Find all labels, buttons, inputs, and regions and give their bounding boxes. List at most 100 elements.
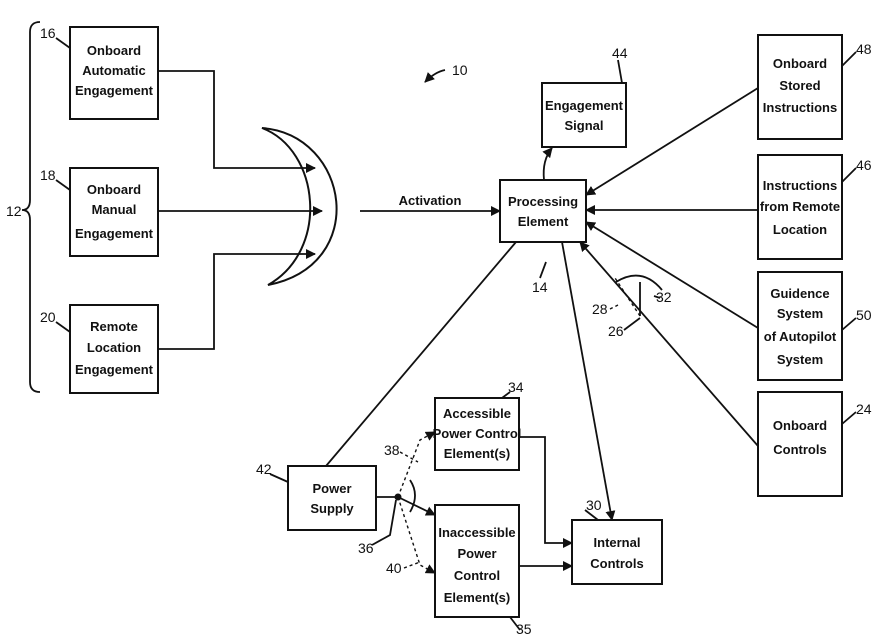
ref-26: 26 [608, 323, 624, 339]
ref-50: 50 [856, 307, 872, 323]
svg-text:Guidence: Guidence [770, 286, 829, 301]
svg-text:Manual: Manual [92, 202, 137, 217]
ref-18-leader [55, 179, 71, 191]
internal-controls-box [571, 519, 663, 585]
ref-35: 35 [516, 621, 532, 637]
svg-text:from Remote: from Remote [760, 199, 840, 214]
processing-element-text: Processing Element [508, 194, 578, 229]
ref-32: 32 [656, 289, 672, 305]
ref-24: 24 [856, 401, 872, 417]
switch-32-arc [615, 274, 663, 291]
svg-text:Engagement: Engagement [545, 98, 624, 113]
ref-46-leader [841, 167, 857, 183]
onboard-automatic-engagement-text: Onboard Automatic Engagement [75, 43, 154, 98]
ref-26-leader [623, 317, 641, 331]
svg-text:Location: Location [773, 222, 827, 237]
ref-20-leader [55, 321, 71, 333]
onboard-controls-arrow [579, 241, 759, 447]
accessible-power-control-text: Accessible Power Control Element(s) [433, 406, 522, 461]
svg-text:Supply: Supply [310, 501, 354, 516]
ref-18: 18 [40, 167, 56, 183]
svg-text:Onboard: Onboard [773, 56, 827, 71]
instructions-remote-location-box [757, 154, 843, 260]
ref-14: 14 [532, 279, 548, 295]
ref-24-leader [841, 411, 857, 425]
ref-44-leader [617, 59, 623, 84]
engagement-signal-box [541, 82, 627, 148]
ref-42-leader [269, 473, 289, 483]
svg-text:System: System [777, 306, 823, 321]
onboard-manual-engagement-box [69, 167, 159, 257]
ref-44: 44 [612, 45, 628, 61]
activation-label: Activation [399, 193, 462, 208]
svg-text:Power: Power [312, 481, 351, 496]
ref-28-leader [609, 304, 619, 310]
ref-35-leader [509, 616, 521, 631]
svg-text:Instructions: Instructions [763, 100, 837, 115]
ref-30-leader [584, 509, 599, 521]
svg-text:Engagement: Engagement [75, 83, 154, 98]
power-supply-box [287, 465, 377, 531]
switch-26-arm [614, 277, 641, 317]
processing-to-signal-arrow [542, 147, 553, 181]
ref-14-leader [539, 261, 547, 279]
ref-28: 28 [592, 301, 608, 317]
inaccessible-power-control-text: Inaccessible Power Control Element(s) [438, 525, 515, 605]
svg-text:System: System [777, 352, 823, 367]
ref-46: 46 [856, 157, 872, 173]
svg-text:Location: Location [87, 340, 141, 355]
ref-36: 36 [358, 540, 374, 556]
svg-text:Remote: Remote [90, 319, 138, 334]
branch-40-to-inaccessible [397, 496, 436, 574]
ref-30: 30 [586, 497, 602, 513]
onboard-stored-instructions-box [757, 34, 843, 140]
svg-text:Controls: Controls [773, 442, 826, 457]
junction-switch-arc [409, 479, 416, 513]
svg-text:Stored: Stored [779, 78, 820, 93]
svg-text:Automatic: Automatic [82, 63, 146, 78]
guidance-arrow [585, 221, 759, 329]
connector-auto-to-gate [158, 70, 316, 173]
onboard-automatic-engagement-box [69, 26, 159, 120]
ref-40: 40 [386, 560, 402, 576]
svg-text:Processing: Processing [508, 194, 578, 209]
svg-text:Onboard: Onboard [773, 418, 827, 433]
guidance-system-box [757, 271, 843, 381]
ref-42: 42 [256, 461, 272, 477]
svg-text:Instructions: Instructions [763, 178, 837, 193]
ref-38-leader [399, 451, 419, 463]
stored-instructions-arrow [585, 87, 759, 196]
processing-to-internal-arrow [561, 241, 616, 521]
svg-text:Inaccessible: Inaccessible [438, 525, 515, 540]
ref-32-leader [653, 295, 661, 299]
onboard-manual-engagement-text: Onboard Manual Engagement [75, 182, 154, 241]
guidance-system-text: Guidence System of Autopilot System [764, 286, 837, 367]
svg-text:Element(s): Element(s) [444, 446, 510, 461]
branch-solid-to-inaccessible [397, 496, 436, 516]
ref-34-leader [501, 391, 511, 399]
svg-text:Engagement: Engagement [75, 362, 154, 377]
onboard-controls-box [757, 391, 843, 497]
brace-12 [21, 21, 41, 393]
inaccessible-power-control-box [434, 504, 520, 618]
connector-remote-to-gate [158, 249, 316, 350]
svg-text:Internal: Internal [594, 535, 641, 550]
onboard-stored-instructions-text: Onboard Stored Instructions [763, 56, 837, 115]
engagement-signal-text: Engagement Signal [545, 98, 624, 133]
power-supply-text: Power Supply [310, 481, 354, 516]
ref-20: 20 [40, 309, 56, 325]
ref-10-arrow [424, 69, 446, 83]
remote-location-engagement-box [69, 304, 159, 394]
internal-controls-text: Internal Controls [590, 535, 643, 571]
processing-element-box [499, 179, 587, 243]
ref-48: 48 [856, 41, 872, 57]
ref-12: 12 [6, 203, 22, 219]
branch-38-to-accessible [397, 431, 436, 498]
processing-to-power-line [325, 241, 517, 467]
ref-16: 16 [40, 25, 56, 41]
svg-text:Power Control: Power Control [433, 426, 522, 441]
svg-text:Controls: Controls [590, 556, 643, 571]
ref-10: 10 [452, 62, 468, 78]
